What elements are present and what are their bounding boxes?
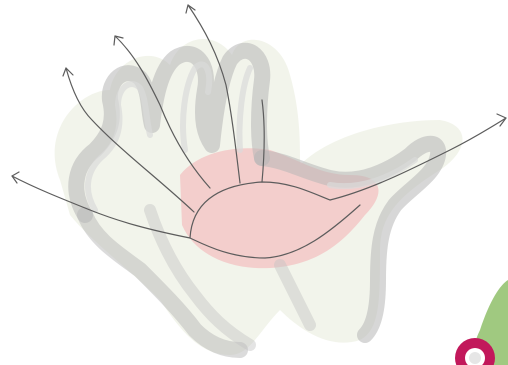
corner-accent <box>455 280 508 365</box>
arrow-right-head <box>497 114 506 126</box>
